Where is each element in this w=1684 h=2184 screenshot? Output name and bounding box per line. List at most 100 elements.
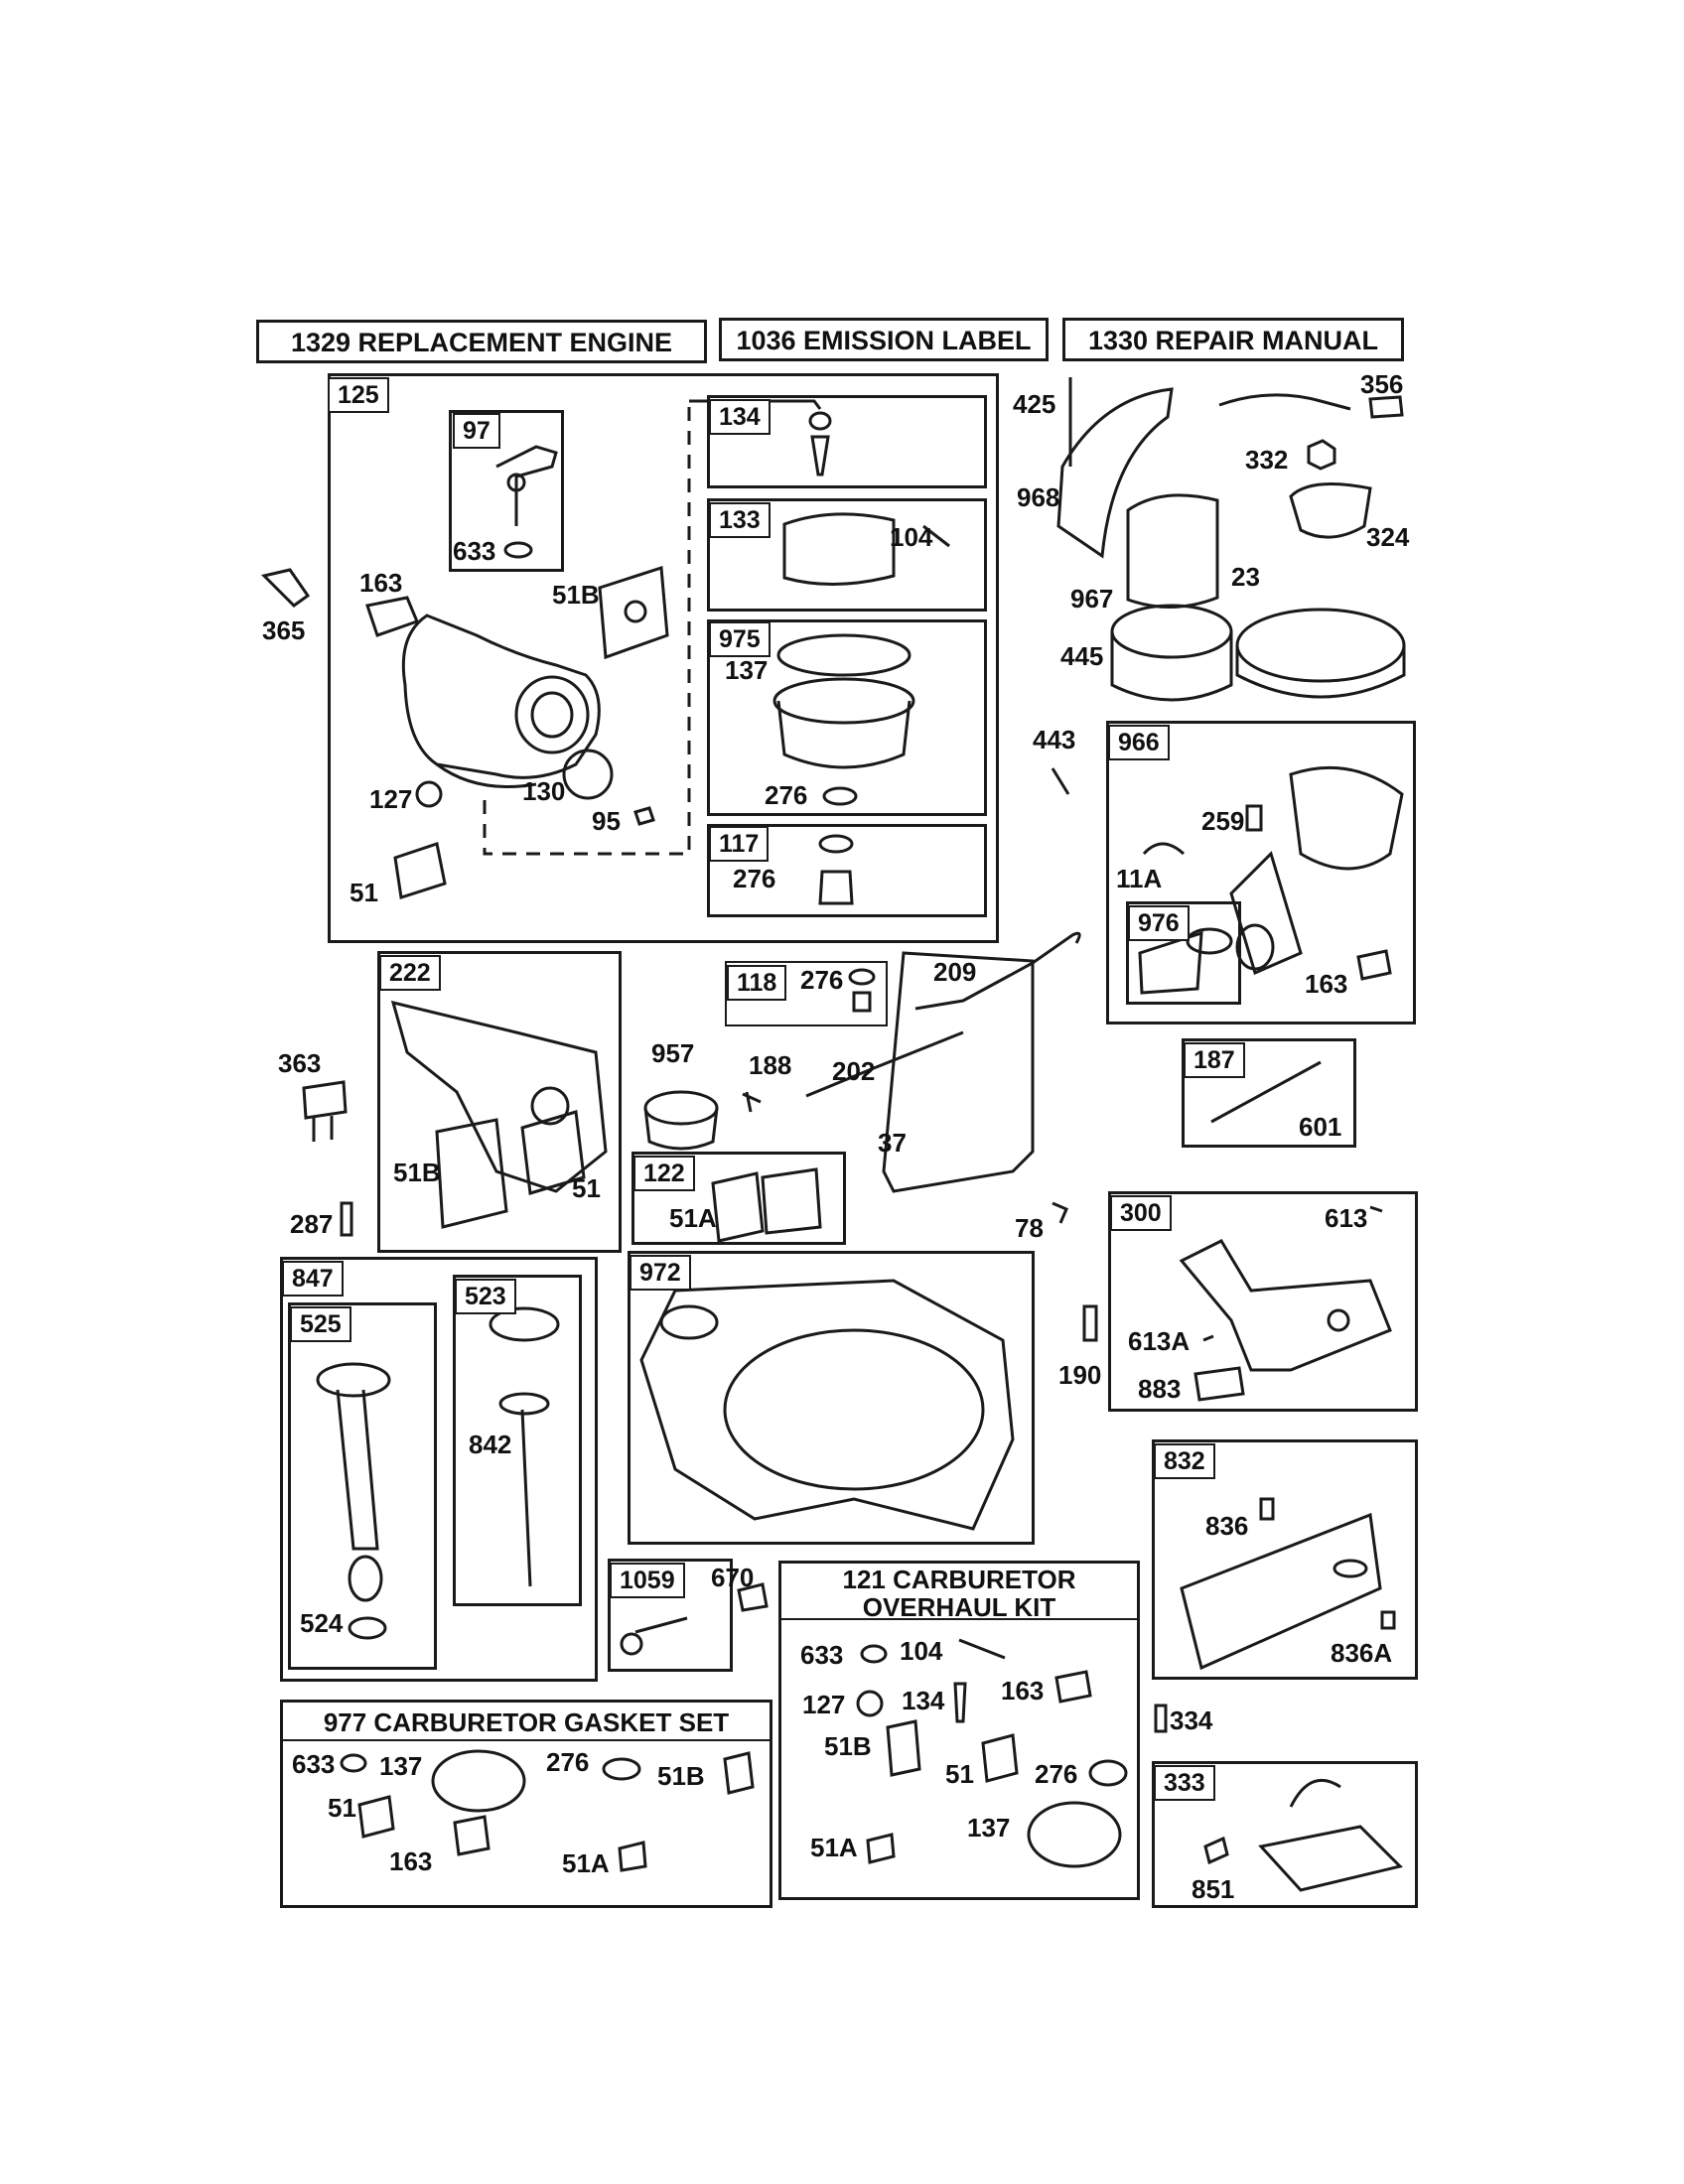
part-334: 334 xyxy=(1170,1706,1213,1735)
part-324: 324 xyxy=(1366,522,1410,552)
part-276-set: 276 xyxy=(546,1747,590,1777)
part-259: 259 xyxy=(1201,806,1245,836)
washer-633-kit-icon xyxy=(860,1644,888,1664)
group-125-frame xyxy=(328,373,999,943)
screw-78-icon xyxy=(1052,1201,1068,1224)
clip-11a-icon xyxy=(1142,842,1186,856)
part-163-set: 163 xyxy=(389,1846,433,1876)
part-130: 130 xyxy=(522,776,566,806)
group-523-frame xyxy=(453,1275,582,1606)
part-633-set: 633 xyxy=(292,1749,336,1779)
gasket-51-set-icon xyxy=(357,1795,395,1839)
gasket-163-kit-icon xyxy=(1054,1670,1092,1704)
governor-37-icon xyxy=(882,951,1035,1193)
screw-443-icon xyxy=(1051,767,1070,795)
part-968: 968 xyxy=(1017,482,1060,512)
part-51b-carb: 51B xyxy=(552,580,600,610)
replacement-engine-header: 1329 REPLACEMENT ENGINE xyxy=(256,320,707,363)
tag-966: 966 xyxy=(1108,725,1170,760)
tag-975: 975 xyxy=(709,621,771,657)
tag-832: 832 xyxy=(1154,1443,1215,1479)
spacer-363-icon xyxy=(302,1080,348,1142)
spacer-122-icon xyxy=(761,1167,822,1235)
gasket-163-icon xyxy=(365,596,419,637)
part-842: 842 xyxy=(469,1430,512,1459)
group-333-frame xyxy=(1152,1761,1418,1908)
overhaul-kit-title-line2: OVERHAUL KIT xyxy=(862,1592,1056,1622)
link-202-icon xyxy=(805,1030,964,1098)
needle-134-kit-icon xyxy=(953,1682,967,1723)
ignition-coil-333-icon xyxy=(1258,1778,1403,1892)
overhaul-kit-frame xyxy=(778,1561,1140,1900)
washer-276-icon xyxy=(822,786,858,806)
gasket-51-kit-icon xyxy=(981,1733,1019,1783)
muffler-300-icon xyxy=(1179,1239,1392,1372)
part-163-housing: 163 xyxy=(1305,969,1348,999)
wire-356-icon xyxy=(1218,393,1351,411)
group-975-frame xyxy=(707,619,987,816)
gasket-51b-set-icon xyxy=(723,1751,755,1795)
group-133-frame xyxy=(707,498,987,612)
cup-324-icon xyxy=(1289,482,1372,539)
jet-118-icon xyxy=(848,968,876,1013)
air-filter-445-icon xyxy=(1110,604,1233,659)
part-613a: 613A xyxy=(1128,1326,1191,1356)
screw-613a-icon xyxy=(1202,1334,1214,1342)
part-137-bowl: 137 xyxy=(725,655,769,685)
tag-523: 523 xyxy=(455,1279,516,1314)
screw-836-icon xyxy=(1259,1497,1275,1521)
part-202: 202 xyxy=(832,1056,876,1086)
tube-187-icon xyxy=(1210,1060,1322,1124)
group-97-frame xyxy=(449,410,564,572)
group-1059-frame xyxy=(608,1559,733,1672)
cover-968-icon xyxy=(1056,387,1174,559)
nut-332-icon xyxy=(1307,439,1336,471)
heat-shield-832-icon xyxy=(1180,1512,1382,1671)
part-104-float: 104 xyxy=(890,522,933,552)
gasket-51b-icon xyxy=(598,565,669,660)
part-51b-set: 51B xyxy=(657,1761,705,1791)
screw-836a-icon xyxy=(1380,1610,1396,1630)
connector-356-icon xyxy=(1368,395,1404,419)
part-276-nut: 276 xyxy=(733,864,776,893)
pin-104-kit-icon xyxy=(958,1638,1006,1660)
oring-127-icon xyxy=(415,780,443,808)
part-11a: 11A xyxy=(1116,864,1163,893)
tag-97: 97 xyxy=(453,413,500,449)
part-163-carb: 163 xyxy=(359,568,403,598)
part-276-kit: 276 xyxy=(1035,1759,1078,1789)
tag-972: 972 xyxy=(630,1255,691,1291)
tag-525: 525 xyxy=(290,1306,351,1342)
group-222-frame xyxy=(377,951,622,1253)
screw-334-icon xyxy=(1154,1704,1168,1733)
bowl-975-icon xyxy=(772,633,915,769)
part-276-jet: 276 xyxy=(800,965,844,995)
group-525-frame xyxy=(288,1302,437,1670)
bowl-nut-117-icon xyxy=(818,834,854,905)
spring-209-icon xyxy=(914,931,1081,1011)
group-117-frame xyxy=(707,824,987,917)
tag-122: 122 xyxy=(633,1156,695,1191)
part-51a-set: 51A xyxy=(562,1848,610,1878)
part-633-carb: 633 xyxy=(453,536,496,566)
screw-95-icon xyxy=(633,806,655,826)
float-133-icon xyxy=(782,512,950,587)
part-356: 356 xyxy=(1360,369,1404,399)
gasket-set-title-rule xyxy=(280,1700,772,1741)
group-134-frame xyxy=(707,395,987,488)
group-972-frame xyxy=(628,1251,1035,1545)
part-287: 287 xyxy=(290,1209,334,1239)
part-51a-spacer: 51A xyxy=(669,1203,717,1233)
group-832-frame xyxy=(1152,1439,1418,1680)
gasket-163-set-icon xyxy=(453,1815,491,1856)
clip-851-icon xyxy=(1203,1836,1229,1865)
part-78: 78 xyxy=(1015,1213,1044,1243)
part-601: 601 xyxy=(1299,1112,1342,1142)
intake-housing-966-icon xyxy=(1229,765,1404,976)
gasket-883-icon xyxy=(1193,1366,1245,1402)
carburetor-icon xyxy=(401,614,601,788)
part-23: 23 xyxy=(1231,562,1260,592)
group-847-frame xyxy=(280,1257,598,1682)
